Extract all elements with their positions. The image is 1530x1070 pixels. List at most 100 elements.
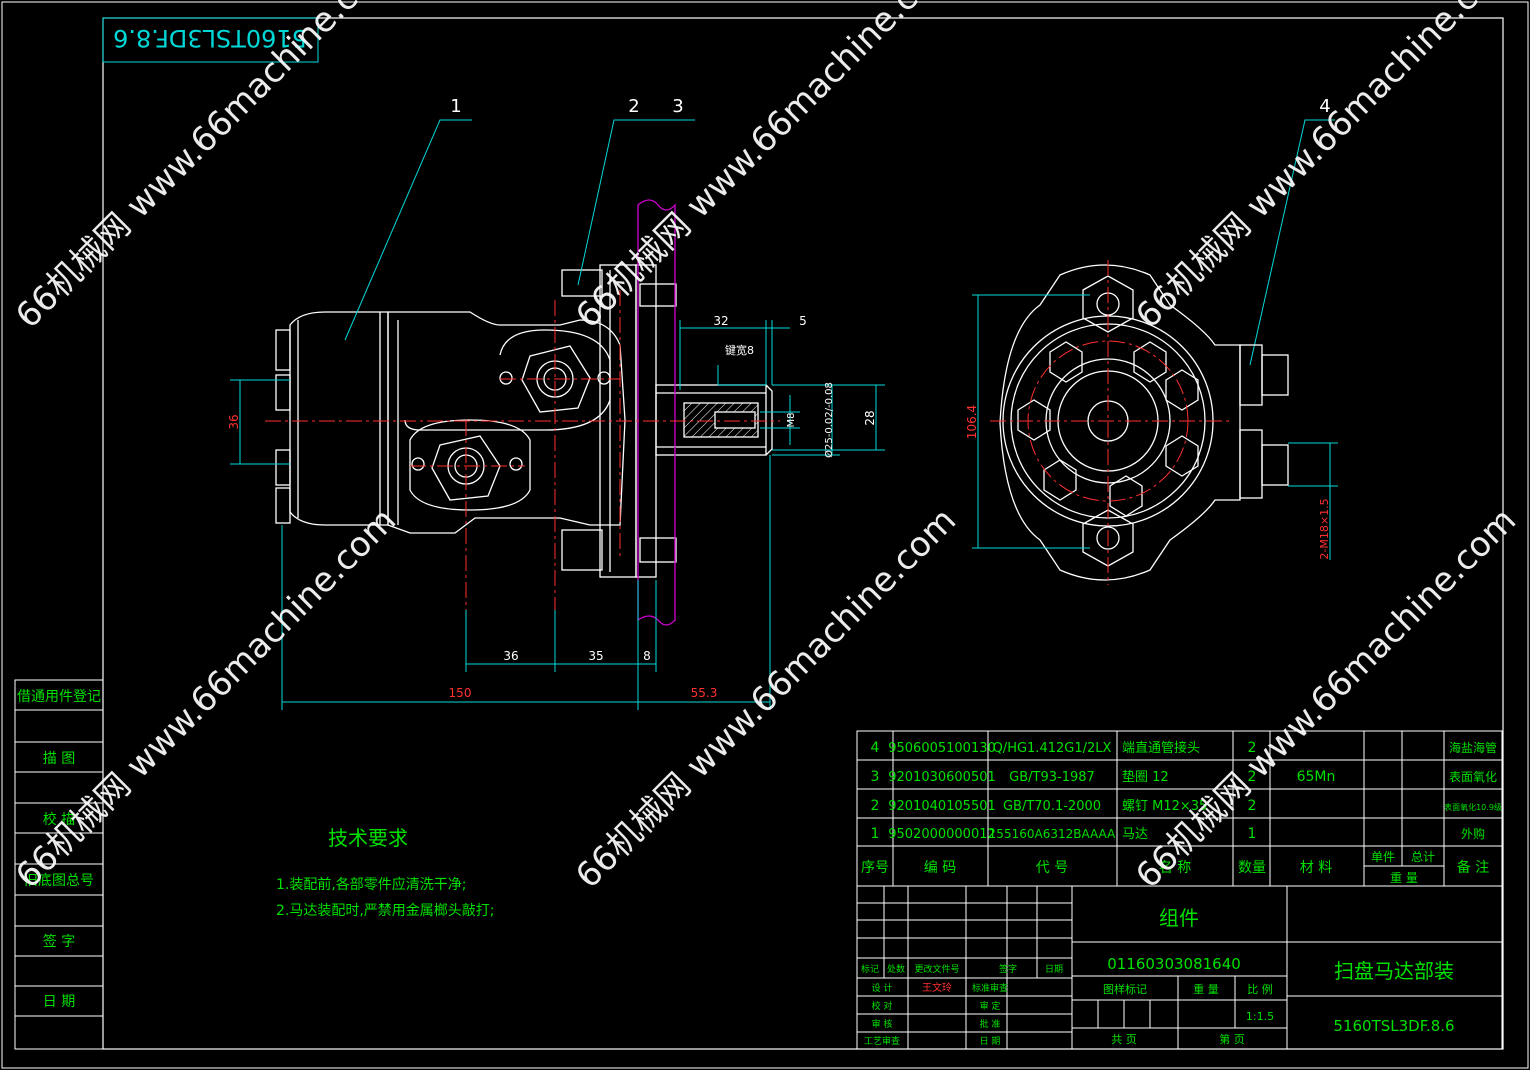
bom-h-remark: 备 注	[1457, 859, 1489, 876]
tb-l-date: 日期	[1045, 964, 1063, 975]
dim-port: 2-M18×1.5	[1318, 498, 1331, 559]
tb-l-mark: 标记	[861, 963, 879, 975]
tb-l-audit: 审 核	[872, 1018, 893, 1030]
tb-l-approve: 批 准	[980, 1018, 1001, 1030]
tb-title: 扫盘马达部装	[1334, 959, 1454, 983]
side-centerlines	[990, 260, 1230, 585]
tech-line-2: 2.马达装配时,严禁用金属榔头敲打;	[276, 902, 495, 919]
tb-weight: 重 量	[1193, 982, 1219, 996]
dim-106-4: 106.4	[965, 405, 979, 439]
left-col-2: 校 描	[43, 811, 75, 828]
balloon-4: 4	[1319, 96, 1330, 117]
bom-r3-remark: 外购	[1461, 826, 1485, 841]
tb-scale: 1:1.5	[1246, 1010, 1274, 1023]
dim-key: 键宽8	[725, 343, 754, 357]
tb-sheets: 共 页	[1111, 1033, 1137, 1046]
inner-border	[102, 17, 1504, 1050]
bom-r1-remark: 表面氧化	[1449, 770, 1497, 784]
bom-r1-std: GB/T93-1987	[1009, 770, 1095, 785]
balloon-3: 3	[672, 96, 683, 117]
tb-l-place: 处数	[887, 963, 905, 975]
left-col-4: 签 字	[43, 933, 75, 950]
tb-l-design: 设 计	[872, 982, 893, 994]
left-col-1: 描 图	[43, 751, 75, 767]
bom-h-mat: 材 料	[1300, 860, 1332, 876]
title-block-grid	[856, 885, 1503, 1050]
bom-h-total: 总计	[1411, 850, 1435, 864]
bom-r1-code: 9201030600501	[888, 770, 996, 785]
bom-grid	[856, 730, 1503, 887]
tb-l-std-check: 标准审查	[972, 982, 1008, 994]
bom-r3-name: 马达	[1122, 827, 1148, 842]
tb-sheet: 第 页	[1219, 1032, 1245, 1046]
stamp-box: 5160TSL3DF.8.6	[102, 17, 319, 63]
bom-r2-qty: 2	[1248, 798, 1257, 814]
tb-l-sign: 签字	[999, 963, 1017, 975]
tb-l-proof: 校 对	[872, 1000, 893, 1012]
left-col-3: 旧底图总号	[24, 873, 94, 889]
tb-type: 组件	[1159, 906, 1199, 930]
dim-36-left: 36	[227, 414, 241, 429]
left-col-0: 借通用件登记	[17, 689, 101, 705]
tb-l-review: 审 定	[980, 1000, 1001, 1012]
balloon-1: 1	[450, 96, 461, 117]
bom-r1-name: 垫圈 12	[1122, 769, 1169, 785]
dim-35: 35	[588, 649, 603, 663]
tb-scale-label: 比 例	[1247, 982, 1273, 996]
watermark-2: 66机械网 www.66machine.com	[568, 0, 964, 336]
mounting-plate-phantom	[637, 199, 676, 626]
dim-36-bottom: 36	[503, 649, 518, 663]
side-dimensions	[972, 294, 1338, 560]
bom-h-unit: 单件	[1371, 850, 1395, 864]
bom-h-no: 序号	[861, 860, 889, 876]
bom-r3-no: 1	[871, 826, 880, 842]
tb-l-process: 工艺审查	[864, 1035, 900, 1047]
bom-r0-remark: 海盐海管	[1449, 740, 1497, 755]
front-centerlines	[265, 290, 780, 610]
bom-r1-no: 3	[871, 769, 880, 785]
tech-title: 技术要求	[328, 826, 408, 850]
bom-r3-qty: 1	[1248, 826, 1257, 842]
bom-r0-code: 9506005100130	[888, 741, 996, 756]
bom-r3-std: 155160A6312BAAAA	[989, 827, 1116, 841]
tb-stage: 图样标记	[1103, 982, 1147, 996]
bom-r2-remark: 表面氧化10.9级	[1444, 802, 1502, 812]
bom-r1-qty: 2	[1248, 769, 1257, 785]
tb-l-date2: 日 期	[980, 1036, 1001, 1047]
dim-shaft-dia: Ø25-0.02/-0.08	[823, 382, 835, 458]
bom-r3-code: 9502000000012	[888, 827, 996, 842]
bom-r0-no: 4	[871, 740, 880, 756]
dim-5: 5	[799, 314, 807, 328]
left-col-5: 日 期	[43, 994, 75, 1010]
tech-line-1: 1.装配前,各部零件应清洗干净;	[276, 876, 467, 893]
bom-h-std: 代 号	[1036, 860, 1068, 876]
bom-r2-code: 9201040105501	[888, 799, 996, 814]
bom-r2-std: GB/T70.1-2000	[1003, 799, 1101, 814]
bom-r0-std: Q/HG1.412G1/2LX	[993, 741, 1112, 756]
bom-r0-qty: 2	[1248, 740, 1257, 756]
tb-l-change: 更改文件号	[914, 963, 959, 975]
bom-r2-no: 2	[871, 798, 880, 814]
tb-l-designer: 王文玲	[922, 981, 952, 994]
bom-h-weight: 重 量	[1390, 871, 1418, 885]
dim-150: 150	[449, 686, 472, 700]
bom-r1-mat: 65Mn	[1297, 769, 1336, 785]
dim-32: 32	[713, 314, 728, 328]
dim-m8: M8	[786, 413, 797, 428]
bom-r2-name: 螺钉 M12×35	[1122, 799, 1207, 814]
bom-h-qty: 数量	[1238, 860, 1266, 876]
balloon-2: 2	[628, 96, 639, 117]
stamp-text: 5160TSL3DF.8.6	[113, 24, 307, 52]
left-column	[14, 679, 104, 1050]
dim-8: 8	[643, 649, 651, 663]
tb-code: 01160303081640	[1107, 955, 1241, 973]
watermark-3: 66机械网 www.66machine.com	[1128, 0, 1524, 336]
tb-drawing-no: 5160TSL3DF.8.6	[1333, 1017, 1454, 1035]
bom-r0-name: 端直通管接头	[1122, 740, 1200, 756]
dim-55-3: 55.3	[691, 686, 718, 700]
dim-28: 28	[863, 410, 877, 425]
bom-h-code: 编 码	[924, 860, 956, 876]
bom-h-name: 名 称	[1159, 860, 1191, 876]
